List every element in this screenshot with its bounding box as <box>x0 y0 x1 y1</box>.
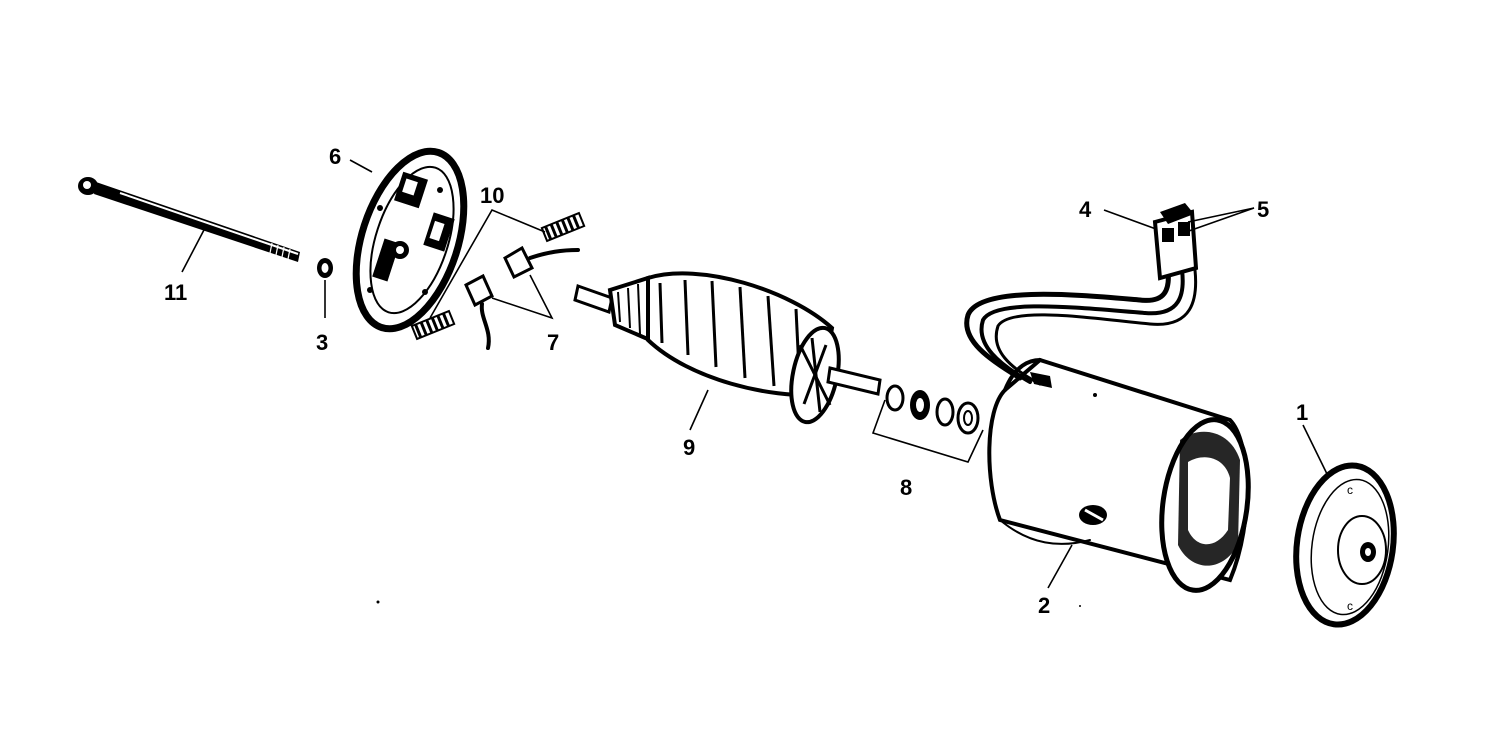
callout-10: 10 <box>480 183 504 208</box>
part-brush-plate <box>352 147 468 333</box>
callout-9: 9 <box>683 435 695 460</box>
part-armature <box>573 271 882 425</box>
callout-3: 3 <box>316 330 328 355</box>
svg-text:c: c <box>1347 599 1353 613</box>
callout-5: 5 <box>1257 197 1269 222</box>
callout-8: 8 <box>900 475 912 500</box>
part-end-head: c c <box>1293 462 1397 628</box>
part-field-frame <box>987 357 1251 593</box>
callout-11: 11 <box>164 280 187 305</box>
callout-labels: 11 3 6 10 7 9 8 2 1 4 5 <box>164 144 1308 618</box>
part-thrust-washers <box>871 384 984 463</box>
callout-2: 2 <box>1038 593 1050 618</box>
part-through-bolt <box>78 177 300 262</box>
scan-specks <box>376 600 1081 607</box>
callout-4: 4 <box>1079 197 1092 222</box>
callout-7: 7 <box>547 330 559 355</box>
part-brushes <box>464 245 580 350</box>
part-brush-springs <box>410 211 586 341</box>
callout-1: 1 <box>1296 400 1308 425</box>
callout-6: 6 <box>329 144 341 169</box>
part-wiring-harness <box>964 203 1199 386</box>
leader-lines <box>181 159 1329 589</box>
svg-text:c: c <box>1347 483 1353 497</box>
part-washer <box>317 258 333 278</box>
